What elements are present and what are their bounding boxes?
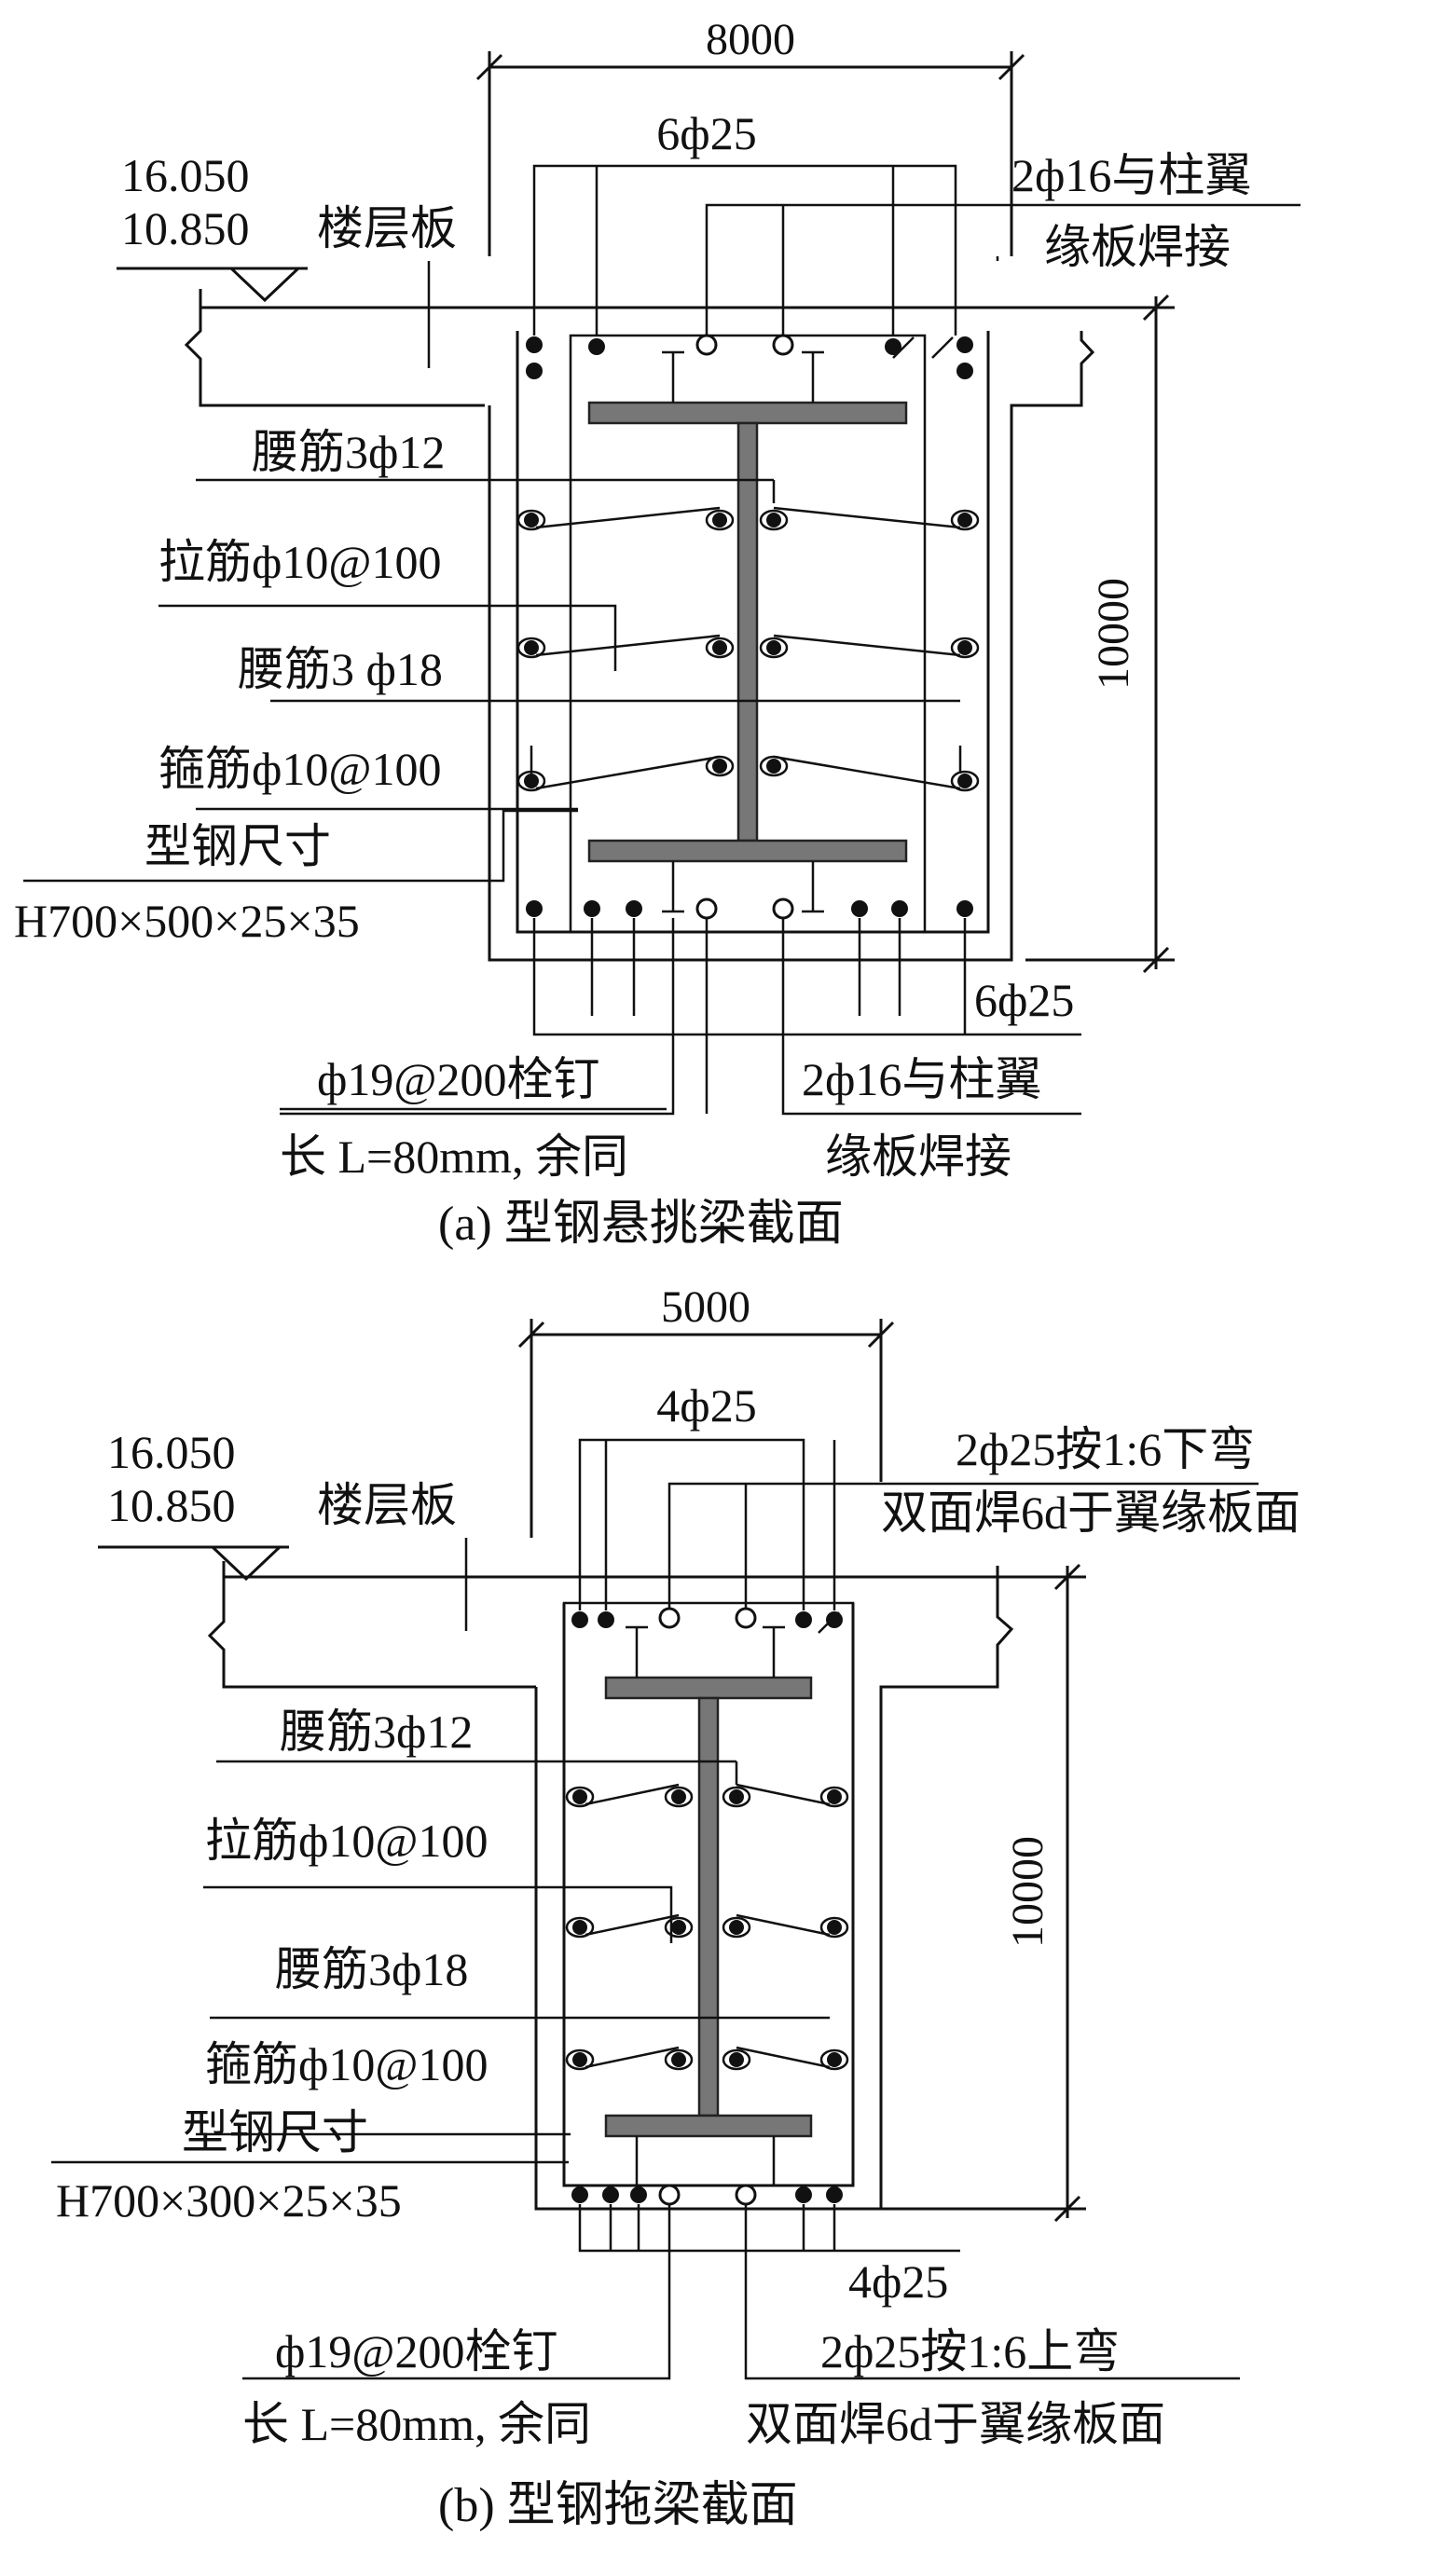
h-steel-a xyxy=(587,350,908,913)
b-stud-length: 长 L=80mm, 余同 xyxy=(242,2398,591,2450)
a-top-weld-line2: 缘板焊接 xyxy=(1044,221,1231,273)
tie-row-1 xyxy=(516,506,980,531)
b-top-bars: 4ф25 xyxy=(656,1379,756,1432)
a-waist-small: 腰筋3ф12 xyxy=(252,426,445,478)
b-tie: 拉筋ф10@100 xyxy=(205,1815,488,1867)
h-steel-b xyxy=(604,1625,813,2187)
b-waist-large: 腰筋3ф18 xyxy=(275,1943,468,1995)
leaders-a xyxy=(23,164,1300,1116)
dim-a-height: 10000 xyxy=(1025,294,1175,974)
b-top-bend-line1: 2ф25按1:6下弯 xyxy=(956,1423,1255,1475)
elevation-b-top: 16.050 xyxy=(107,1426,236,1478)
elevation-a-top: 16.050 xyxy=(121,149,250,201)
caption-b: (b) 型钢拖梁截面 xyxy=(438,2479,798,2532)
dim-b-height-text: 10000 xyxy=(1003,1836,1053,1948)
a-top-weld-line1: 2ф16与柱翼 xyxy=(1011,149,1251,201)
b-slab: 楼层板 xyxy=(317,1479,457,1531)
b-steel-size: H700×300×25×35 xyxy=(56,2174,402,2227)
tie-row-3 xyxy=(516,746,980,792)
leaders-b xyxy=(51,1438,1259,2380)
dim-a-height-text: 10000 xyxy=(1089,578,1138,690)
diagram-b-transfer-beam-section: 5000 10000 16.050 10.850 xyxy=(51,1282,1300,2532)
a-bottom-weld-line1: 2ф16与柱翼 xyxy=(802,1053,1041,1105)
caption-a: (a) 型钢悬挑梁截面 xyxy=(438,1198,844,1251)
labels-a: 6ф25 2ф16与柱翼 缘板焊接 楼层板 腰筋3ф12 拉筋ф10@100 腰… xyxy=(14,107,1251,1251)
a-top-bars: 6ф25 xyxy=(656,107,756,159)
b-steel-size-label: 型钢尺寸 xyxy=(182,2106,368,2158)
b-top-bend-line2: 双面焊6d于翼缘板面 xyxy=(881,1487,1300,1539)
slab-outline-b xyxy=(207,1561,1063,2211)
a-studs: ф19@200栓钉 xyxy=(317,1053,599,1105)
a-steel-size: H700×500×25×35 xyxy=(14,895,360,947)
a-stud-length: 长 L=80mm, 余同 xyxy=(280,1130,628,1183)
b-bottom-bars: 4ф25 xyxy=(848,2255,948,2308)
tie-row-b-1 xyxy=(565,1783,849,1808)
tie-row-b-3 xyxy=(565,2046,849,2071)
b-bottom-bend-line2: 双面焊6d于翼缘板面 xyxy=(746,2398,1165,2450)
tie-row-b-2 xyxy=(565,1913,849,1939)
a-stirrup: 箍筋ф10@100 xyxy=(158,743,441,795)
b-stirrup: 箍筋ф10@100 xyxy=(205,2038,488,2090)
rebars-b xyxy=(565,1607,849,2206)
a-bottom-bars: 6ф25 xyxy=(974,974,1074,1026)
diagram-a-cantilever-beam-section: 8000 10000 16.050 10.850 xyxy=(14,15,1300,1251)
elevation-b-bottom: 10.850 xyxy=(107,1479,236,1531)
a-steel-size-label: 型钢尺寸 xyxy=(144,820,331,872)
dim-b-height: 10000 xyxy=(858,1563,1086,2223)
a-bottom-weld-line2: 缘板焊接 xyxy=(825,1130,1011,1183)
a-tie: 拉筋ф10@100 xyxy=(158,536,441,588)
b-bottom-bend-line1: 2ф25按1:6上弯 xyxy=(820,2325,1120,2377)
elevation-marker-b: 16.050 10.850 xyxy=(98,1426,289,1582)
dim-b-width-text: 5000 xyxy=(661,1282,750,1332)
elevation-marker-a: 16.050 10.850 xyxy=(117,149,308,303)
b-waist-small: 腰筋3ф12 xyxy=(280,1706,473,1758)
elevation-a-bottom: 10.850 xyxy=(121,202,250,254)
tie-row-2 xyxy=(516,634,980,659)
b-studs: ф19@200栓钉 xyxy=(275,2325,557,2377)
dim-b-width: 5000 xyxy=(517,1282,895,1538)
a-slab: 楼层板 xyxy=(317,202,457,254)
slab-outline-a xyxy=(184,289,1151,962)
rebars-a xyxy=(516,334,980,920)
dim-a-width: 8000 xyxy=(475,15,1025,256)
labels-b: 4ф25 2ф25按1:6下弯 双面焊6d于翼缘板面 楼层板 腰筋3ф12 拉筋… xyxy=(56,1379,1300,2532)
dim-a-width-text: 8000 xyxy=(706,15,795,64)
a-waist-large: 腰筋3 ф18 xyxy=(238,643,443,695)
